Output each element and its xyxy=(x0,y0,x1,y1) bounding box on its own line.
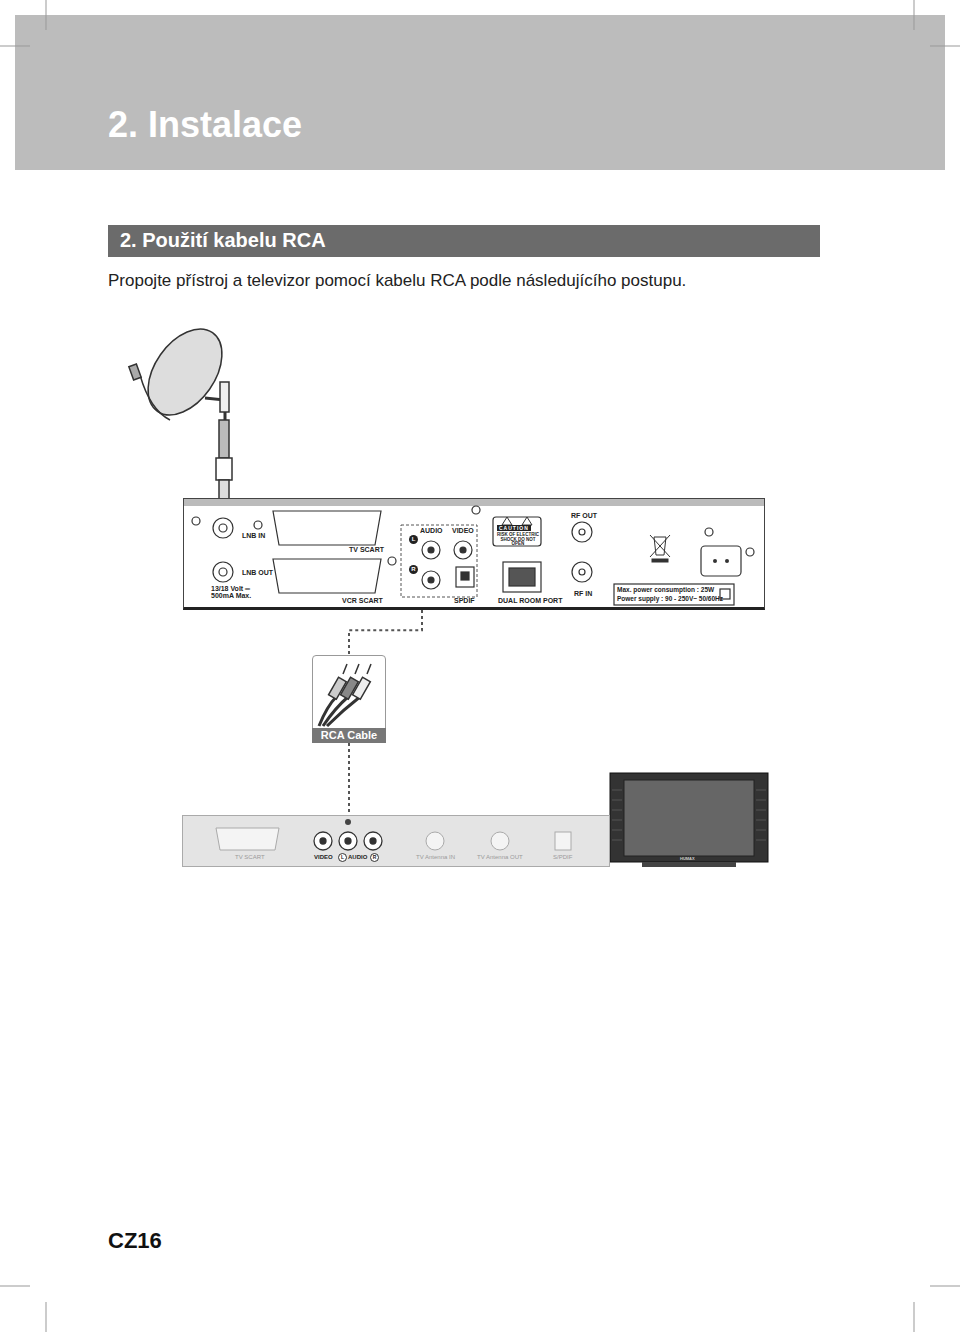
tv-connectors xyxy=(183,816,611,868)
port-label: VCR SCART xyxy=(342,597,383,604)
port-label: RF OUT xyxy=(571,512,597,519)
port-label: RF IN xyxy=(574,590,592,597)
power-rating: Power supply : 90 - 250V~ 50/60Hz xyxy=(617,595,723,602)
dotted-cable-line xyxy=(349,610,422,655)
tv-back-panel: TV SCART VIDEO LAUDIOR TV Antenna IN TV Ante… xyxy=(182,815,610,867)
intro-paragraph: Propojte přístroj a televizor pomocí kab… xyxy=(108,271,686,291)
channel-marker: L xyxy=(409,535,418,544)
channel-marker: R xyxy=(370,853,379,862)
tv-port-label: TV SCART xyxy=(235,854,265,860)
tv-port-label: S/PDIF xyxy=(553,854,572,860)
power-rating: Max. power consumption : 25W xyxy=(617,586,714,593)
port-label: LNB OUT xyxy=(242,569,273,576)
port-label: VIDEO xyxy=(452,527,474,534)
port-label: TV SCART xyxy=(349,546,384,553)
section-bar: 2. Použití kabelu RCA xyxy=(108,225,820,257)
port-label: 13/18 Volt ═ 500mA Max. xyxy=(211,585,259,600)
dotted-cable-line xyxy=(348,743,350,815)
tv-port-label: TV Antenna IN xyxy=(416,854,455,860)
page-number: CZ16 xyxy=(108,1228,162,1254)
rca-cable-box: RCA Cable xyxy=(312,655,386,743)
port-label: LNB IN xyxy=(242,532,265,539)
brand-label: HUMAX xyxy=(680,856,695,861)
port-label: DUAL ROOM PORT xyxy=(498,597,562,604)
tv-port-label: TV Antenna OUT xyxy=(477,854,523,860)
receiver-back-panel: LNB IN LNB OUT 13/18 Volt ═ 500mA Max. TV S… xyxy=(183,498,765,610)
channel-marker: R xyxy=(409,565,418,574)
section-heading: 2. Použití kabelu RCA xyxy=(120,229,326,252)
tv-port-label: AUDIO xyxy=(348,854,367,860)
cable-label: RCA Cable xyxy=(312,728,386,743)
page-title: 2. Instalace xyxy=(108,104,302,146)
caution-label: CAUTION xyxy=(497,525,531,531)
channel-marker: L xyxy=(338,853,347,862)
port-label: AUDIO xyxy=(420,527,443,534)
tv-port-label: VIDEO xyxy=(314,854,333,860)
caution-text: RISK OF ELECTRIC SHOCK DO NOT OPEN xyxy=(496,533,540,547)
port-label: SPDIF xyxy=(454,597,475,604)
